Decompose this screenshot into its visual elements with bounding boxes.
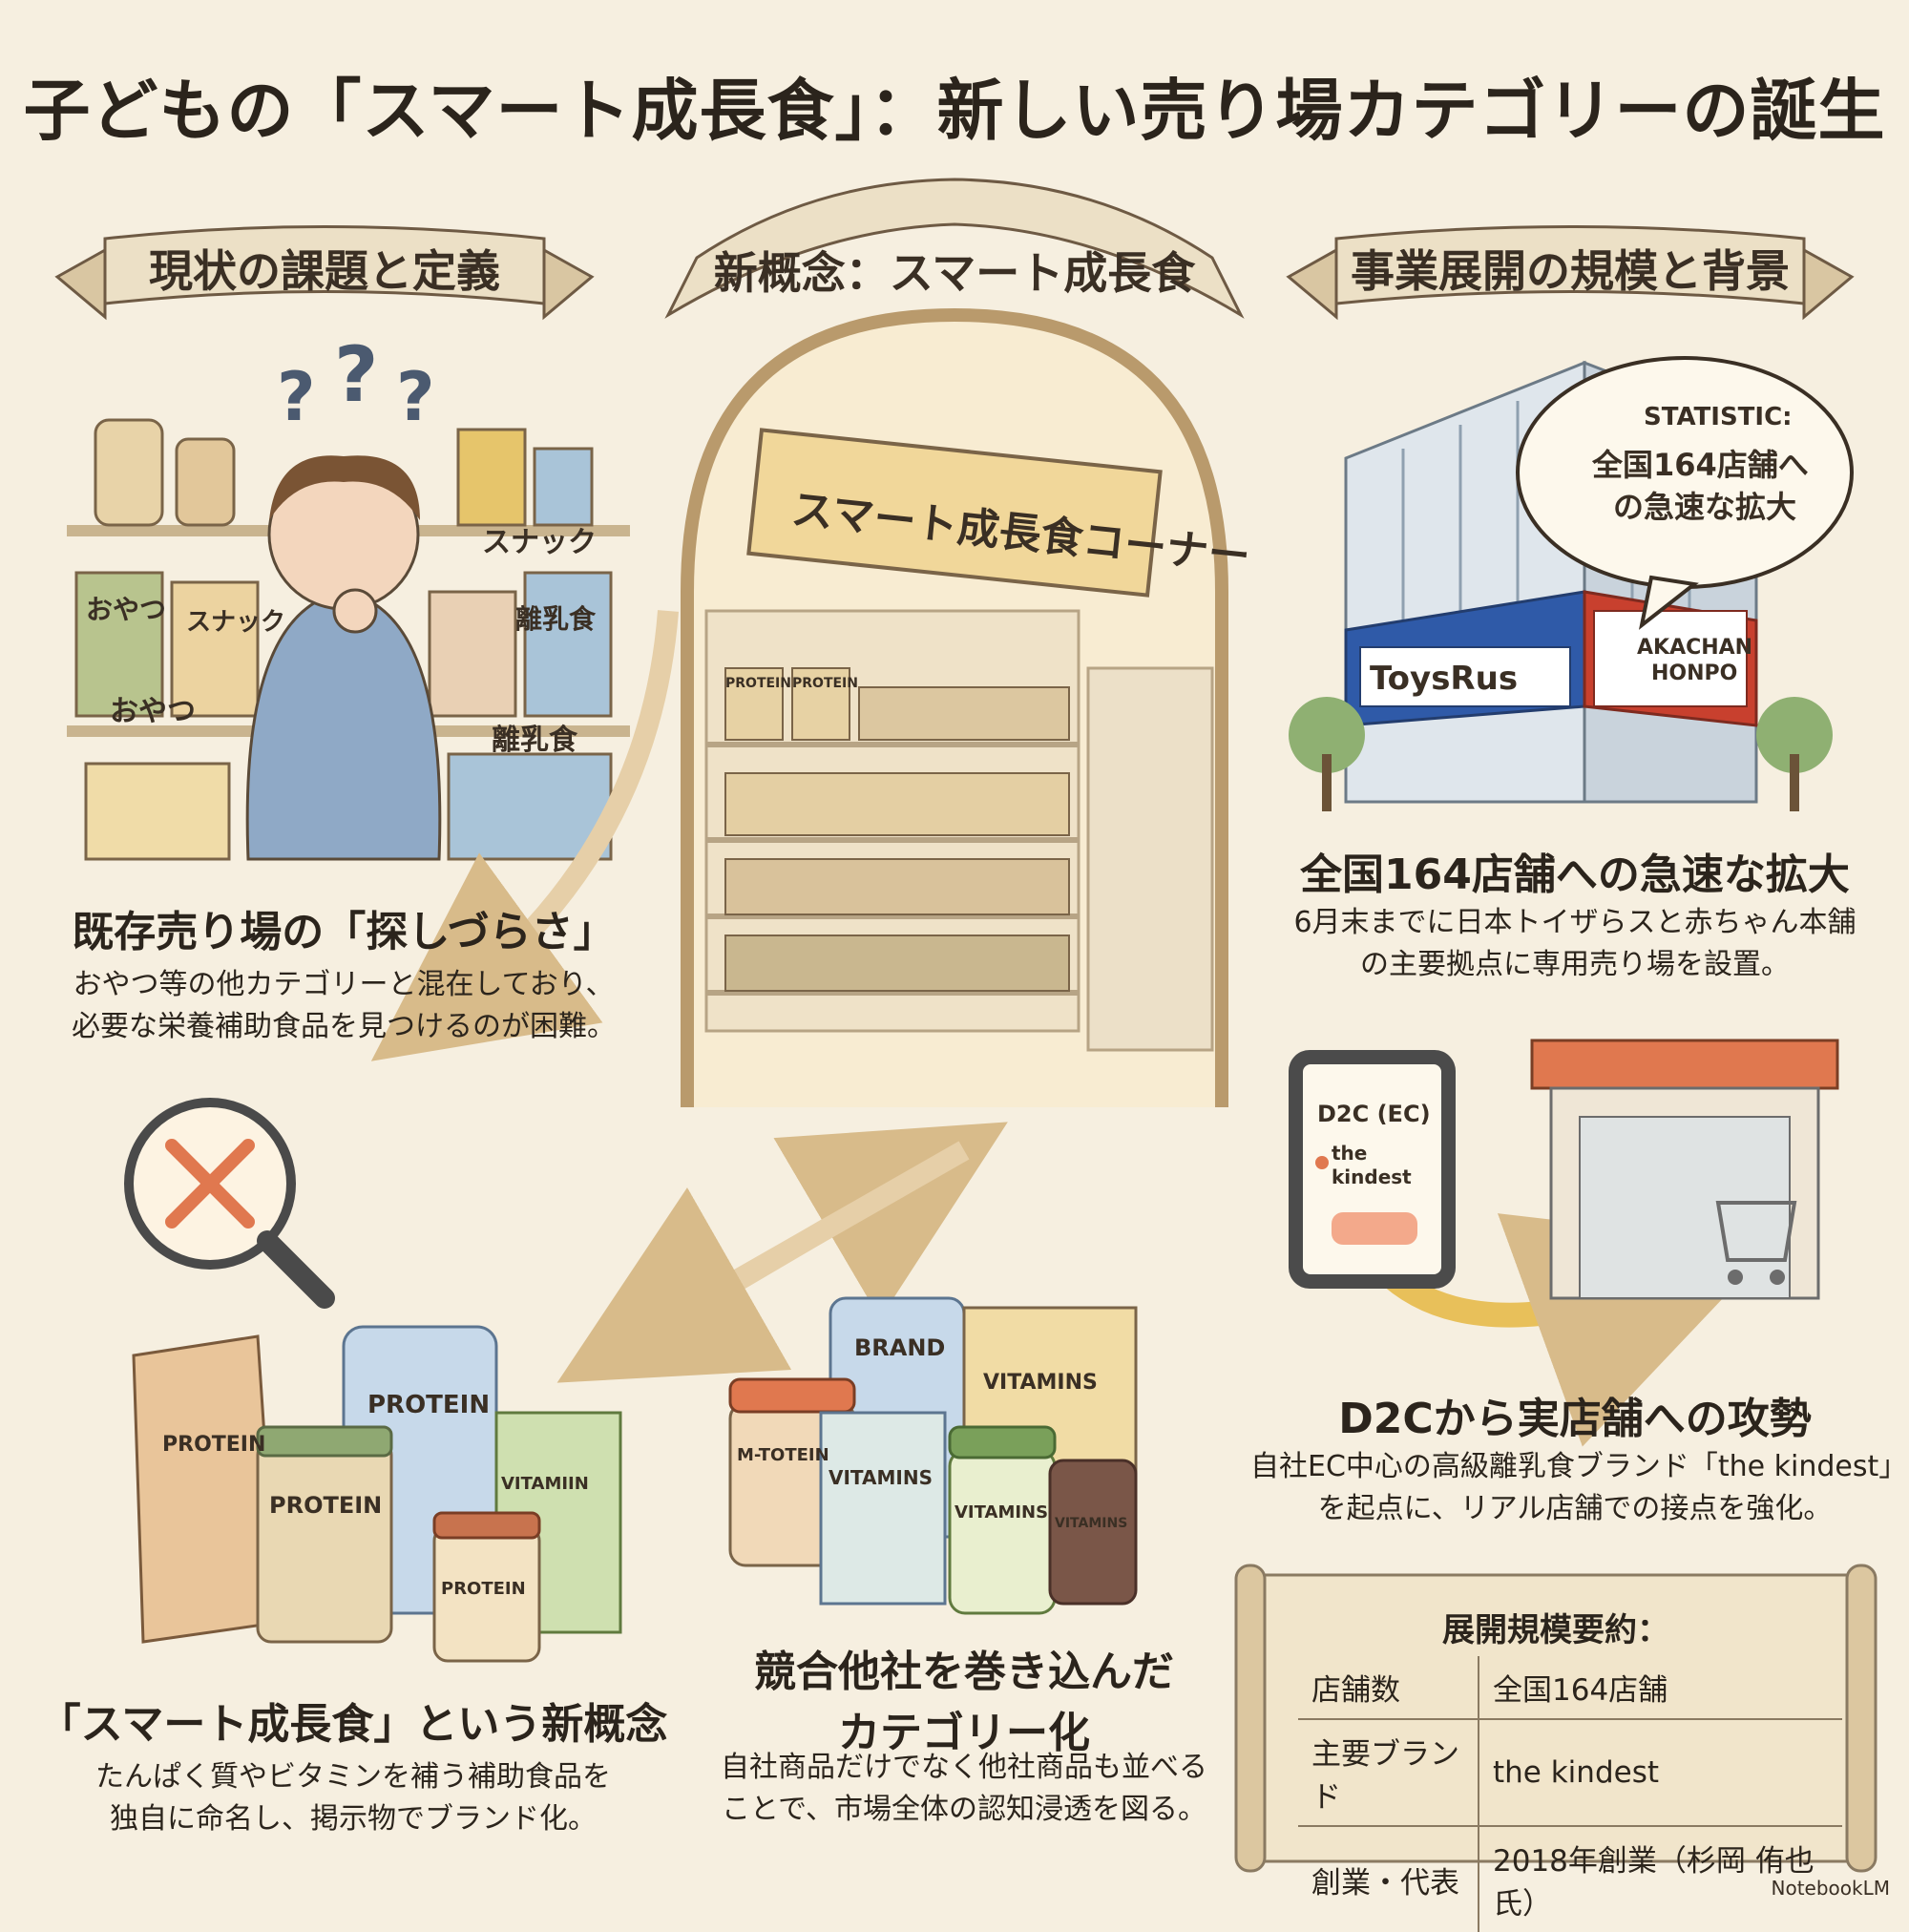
page-title: 子どもの「スマート成長食」：新しい売り場カテゴリーの誕生 xyxy=(23,72,1886,150)
category-body: 自社商品だけでなく他社商品も並べる ことで、市場全体の認知浸透を図る。 xyxy=(668,1747,1260,1831)
d2c-body-line2: を起点に、リアル店舗での接点を強化。 xyxy=(1317,1492,1833,1525)
concept-body-line1: たんぱく質やビタミンを補う補助食品を xyxy=(95,1760,611,1794)
confused-shopper-scene: ? ? ? xyxy=(67,330,630,861)
product-label-l1: PROTEIN xyxy=(367,1391,490,1419)
expansion-body-line2: の主要拠点に専用売り場を設置。 xyxy=(1360,948,1790,981)
label-oyatsu-2: おやつ xyxy=(110,695,196,728)
product-cluster-left xyxy=(132,1325,622,1663)
ribbon-left xyxy=(54,225,595,321)
summary-value: the kindest xyxy=(1479,1719,1842,1827)
difficulty-heading: 既存売り場の「探しづらさ」 xyxy=(72,908,616,956)
product-label-r4: VITAMINS xyxy=(954,1502,1048,1522)
shelf-label-protein-2: PROTEIN xyxy=(792,676,858,691)
product-label-r1: VITAMINS xyxy=(983,1371,1098,1395)
table-row: 店舗数 全国164店舗 xyxy=(1298,1656,1842,1720)
bubble-label: STATISTIC: xyxy=(1644,403,1793,431)
expansion-body-line1: 6月末までに日本トイザらスと赤ちゃん本舗 xyxy=(1293,906,1857,939)
difficulty-body: おやつ等の他カテゴリーと混在しており、 必要な栄養補助食品を見つけるのが困難。 xyxy=(38,964,649,1048)
d2c-body: 自社EC中心の高級離乳食ブランド「the kindest」 を起点に、リアル店舗… xyxy=(1250,1446,1908,1530)
akachan-sign-1: AKACHAN xyxy=(1637,636,1752,660)
label-babyfood-1: 離乳食 xyxy=(515,603,597,635)
summary-key: 店舗数 xyxy=(1298,1656,1479,1720)
product-label-r2: M-TOTEIN xyxy=(737,1445,829,1465)
svg-text:?: ? xyxy=(334,330,378,419)
tablet-brand-2: kindest xyxy=(1332,1166,1412,1188)
d2c-heading: D2Cから実店舗への攻勢 xyxy=(1338,1395,1812,1443)
concept-body-line2: 独自に命名し、掲示物でブランド化。 xyxy=(110,1802,597,1836)
summary-key: 創業・代表 xyxy=(1298,1826,1479,1932)
summary-value: 全国164店舗 xyxy=(1479,1656,1842,1720)
watermark: NotebookLM xyxy=(1771,1877,1891,1900)
bubble-line1: 全国164店舗へ xyxy=(1591,447,1809,483)
product-label-l0: PROTEIN xyxy=(162,1433,265,1457)
label-oyatsu-1: おやつ xyxy=(86,594,166,625)
svg-text:?: ? xyxy=(396,358,435,436)
category-body-line2: ことで、市場全体の認知浸透を図る。 xyxy=(722,1793,1206,1826)
category-heading-line1: 競合他社を巻き込んだ xyxy=(754,1648,1174,1696)
shelf-label-protein-1: PROTEIN xyxy=(725,676,791,691)
tablet-brand-1: the xyxy=(1332,1142,1367,1165)
akachan-sign-2: HONPO xyxy=(1651,662,1737,685)
concept-heading: 「スマート成長食」という新概念 xyxy=(38,1700,668,1749)
ribbon-left-text: 現状の課題と定義 xyxy=(149,245,500,297)
summary-table: 店舗数 全国164店舗 主要ブランド the kindest 創業・代表 201… xyxy=(1298,1656,1842,1932)
store-arch xyxy=(681,307,1228,1107)
magnifier-icon xyxy=(124,1098,335,1309)
summary-key: 主要ブランド xyxy=(1298,1719,1479,1827)
category-heading: 競合他社を巻き込んだ カテゴリー化 xyxy=(668,1637,1260,1759)
difficulty-body-line1: おやつ等の他カテゴリーと混在しており、 xyxy=(73,968,615,1001)
difficulty-body-line2: 必要な栄養補助食品を見つけるのが困難。 xyxy=(72,1010,616,1043)
label-snack-1: スナック xyxy=(482,526,597,559)
concept-body: たんぱく質やビタミンを補う補助食品を 独自に命名し、掲示物でブランド化。 xyxy=(38,1756,668,1840)
table-row: 主要ブランド the kindest xyxy=(1298,1719,1842,1827)
expansion-body: 6月末までに日本トイザらスと赤ちゃん本舗 の主要拠点に専用売り場を設置。 xyxy=(1269,902,1880,986)
ribbon-right xyxy=(1286,225,1855,321)
d2c-tablet xyxy=(1289,1050,1456,1289)
label-babyfood-2: 離乳食 xyxy=(492,724,578,757)
table-row: 創業・代表 2018年創業（杉岡 侑也 氏） xyxy=(1298,1826,1842,1932)
statistic-bubble xyxy=(1516,356,1854,630)
toysrus-sign: ToysRus xyxy=(1370,660,1518,698)
product-label-l3: VITAMIIN xyxy=(501,1474,589,1494)
product-label-r5: VITAMINS xyxy=(1055,1516,1127,1531)
product-label-r3: VITAMINS xyxy=(829,1466,933,1489)
product-cluster-right xyxy=(728,1296,1138,1615)
svg-text:?: ? xyxy=(277,358,316,436)
label-snack-2: スナック xyxy=(186,608,285,637)
ribbon-center-text: 新概念：スマート成長食 xyxy=(713,247,1196,299)
d2c-body-line1: 自社EC中心の高級離乳食ブランド「the kindest」 xyxy=(1250,1450,1908,1483)
product-label-l2: PROTEIN xyxy=(269,1492,382,1519)
product-label-l4: PROTEIN xyxy=(441,1579,526,1599)
ribbon-center xyxy=(664,178,1245,319)
product-label-r0: BRAND xyxy=(854,1334,945,1361)
summary-title: 展開規模要約： xyxy=(1442,1611,1669,1649)
ribbon-right-text: 事業展開の規模と背景 xyxy=(1351,245,1790,297)
category-body-line1: 自社商品だけでなく他社商品も並べる xyxy=(721,1751,1207,1784)
physical-store xyxy=(1530,1039,1839,1300)
bubble-line2: の急速な拡大 xyxy=(1613,489,1796,525)
expansion-heading: 全国164店舗への急速な拡大 xyxy=(1300,850,1850,899)
tablet-label: D2C (EC) xyxy=(1317,1101,1431,1127)
category-heading-line2: カテゴリー化 xyxy=(838,1709,1090,1757)
